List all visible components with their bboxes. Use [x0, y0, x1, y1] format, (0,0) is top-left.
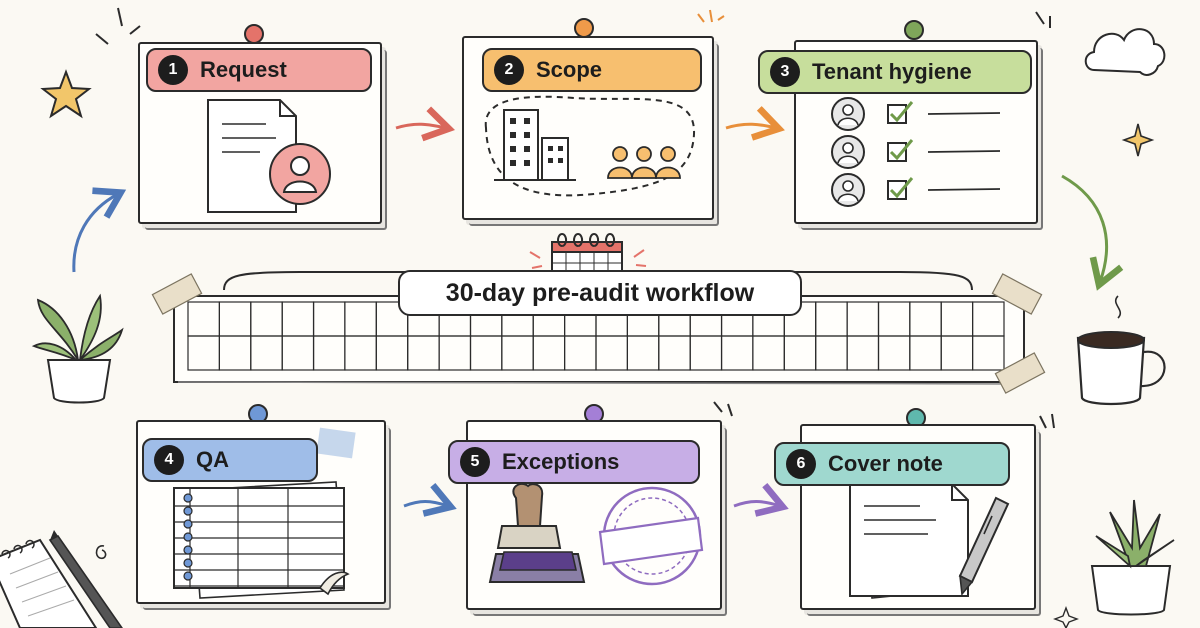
step-title: QA	[196, 447, 229, 472]
step-label-1: 1 Request	[146, 48, 372, 92]
step-number-badge: 2	[494, 55, 524, 85]
team-icon	[607, 146, 681, 179]
exceptions-illustration	[488, 482, 704, 586]
step-title: Cover note	[828, 451, 943, 476]
step-number-badge: 4	[154, 445, 184, 475]
binder-ring	[183, 519, 193, 529]
step-number-badge: 3	[770, 57, 800, 87]
star-icon	[40, 69, 92, 119]
calendar-grid	[187, 301, 1005, 371]
sparkle-icon	[1053, 606, 1079, 628]
binder-ring	[183, 545, 193, 555]
doodle-marks-orange	[697, 9, 725, 23]
step-title: Request	[200, 57, 287, 82]
step-number-badge: 5	[460, 447, 490, 477]
sparkle-icon	[1121, 123, 1155, 157]
doodle-swirl	[95, 545, 107, 560]
stamp-icon	[488, 482, 586, 583]
scope-illustration	[484, 95, 696, 197]
request-document-icon	[207, 99, 331, 213]
step-card-scope: 2 Scope	[462, 36, 719, 226]
step-label-2: 2 Scope	[482, 48, 702, 92]
binder-ring	[183, 506, 193, 516]
checklist-icon	[831, 97, 1001, 207]
building-icon	[494, 109, 576, 181]
step-title: Scope	[536, 57, 603, 82]
checklist-row	[831, 135, 1001, 169]
step-card-tenant-hygiene: 3 Tenant hygiene	[758, 40, 1043, 230]
step-label-4: 4 QA	[142, 438, 318, 482]
notepad-icon	[0, 538, 98, 628]
arrow-5-to-6	[733, 483, 789, 517]
step-label-5: 5 Exceptions	[448, 440, 700, 484]
step-card-request: 1 Request	[138, 42, 387, 230]
arrow-1-to-2	[395, 106, 456, 142]
binder-ring	[183, 493, 193, 503]
spreadsheet-icon	[173, 427, 356, 599]
doodle-marks	[95, 7, 1055, 429]
coffee-mug-icon	[1076, 295, 1166, 406]
pencil-icon	[48, 530, 123, 628]
seal-icon	[598, 486, 704, 586]
binder-ring	[183, 532, 193, 542]
step-title: Exceptions	[502, 449, 620, 474]
step-label-3: 3 Tenant hygiene	[758, 50, 1032, 94]
workflow-title-box: 30-day pre-audit workflow	[398, 270, 802, 316]
cover-note-icon	[849, 473, 1010, 599]
arrow-plant-to-1	[72, 187, 127, 273]
binder-ring	[183, 571, 193, 581]
arrow-2-to-3	[725, 106, 785, 141]
arrow-4-to-5	[403, 483, 457, 517]
binder-ring	[183, 558, 193, 568]
step-card-exceptions: 5 Exceptions	[448, 420, 727, 616]
step-card-cover-note: 6 Cover note	[774, 424, 1041, 616]
plant-icon	[31, 293, 124, 404]
step-title: Tenant hygiene	[812, 59, 972, 84]
calendar-icon	[529, 233, 647, 275]
step-label-6: 6 Cover note	[774, 442, 1010, 486]
calendar-day-cell	[971, 335, 1005, 371]
step-card-qa: 4 QA	[136, 420, 391, 610]
checklist-row	[831, 97, 1001, 131]
cloud-icon	[1084, 28, 1166, 76]
checklist-row	[831, 173, 1001, 207]
arrow-3-to-calendar	[1061, 174, 1124, 291]
pen-icon	[958, 496, 1010, 596]
step-number-badge: 1	[158, 55, 188, 85]
step-number-badge: 6	[786, 449, 816, 479]
succulent-icon	[1090, 499, 1175, 616]
workflow-title: 30-day pre-audit workflow	[445, 278, 755, 307]
